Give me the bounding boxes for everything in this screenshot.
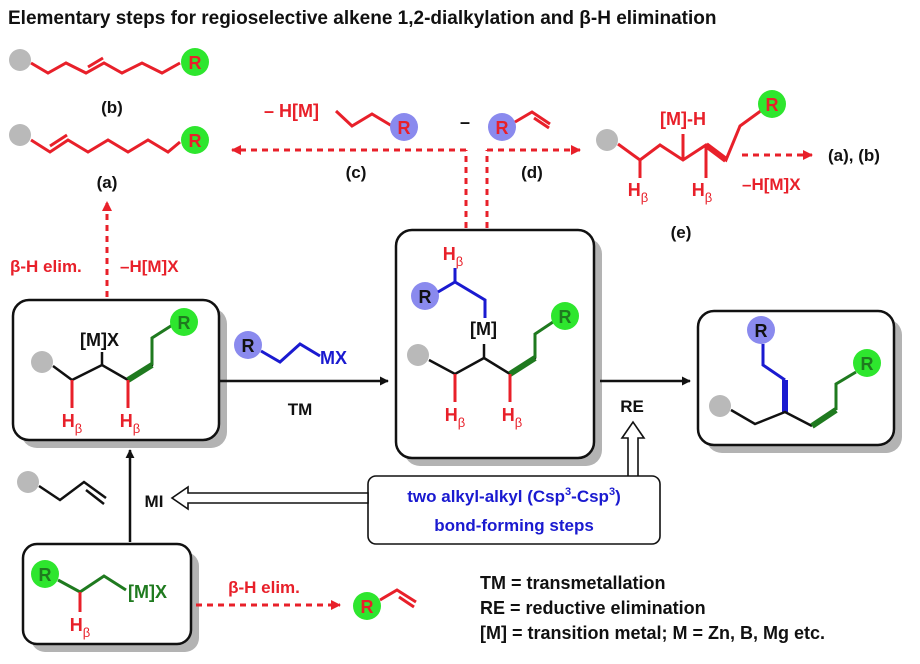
minus-sign: – (460, 112, 470, 132)
green-ball (353, 592, 381, 620)
blue-ball (411, 282, 439, 310)
h-beta-1: Hβ (62, 411, 82, 436)
mx-label: [M]X (80, 330, 119, 350)
r-group: R (398, 118, 411, 138)
grey-ball (596, 129, 618, 151)
label-a: (a) (97, 173, 118, 192)
grey-ball (31, 351, 53, 373)
blue-ball (390, 113, 418, 141)
green-ball (551, 302, 579, 330)
label-d: (d) (521, 163, 543, 182)
callout-line-2: bond-forming steps (434, 516, 594, 535)
intermediate-1: [M]X R Hβ Hβ (31, 308, 198, 436)
r-group: R (39, 565, 52, 585)
label-c: (c) (346, 163, 367, 182)
green-ball (170, 308, 198, 336)
box-product (696, 309, 896, 447)
branch-c: – H[M] R (c) (264, 101, 418, 182)
alkyl-metal-reagent: R [M]X Hβ (31, 560, 167, 640)
box-alkyl-metal (21, 542, 193, 646)
mh-label: [M]-H (660, 109, 706, 129)
blue-ball (488, 113, 516, 141)
box-intermediate-2 (394, 228, 596, 460)
alkene-substrate (17, 471, 107, 505)
h-beta-2: Hβ (692, 180, 712, 205)
h-beta-2: Hβ (502, 405, 522, 430)
h-beta-1: Hβ (445, 405, 465, 430)
label-e: (e) (671, 223, 692, 242)
intermediate-e: [M]-H R Hβ Hβ –H[M]X (e) (596, 90, 801, 242)
r-group: R (861, 354, 874, 374)
product-b: R (b) (9, 48, 209, 117)
r-group: R (766, 95, 779, 115)
beta-elim-label: β-H elim. (10, 257, 82, 276)
mx-label: [M]X (128, 582, 167, 602)
scheme-title: Elementary steps for regioselective alke… (8, 8, 717, 29)
h-beta: Hβ (70, 615, 90, 640)
green-ball (181, 126, 209, 154)
grey-ball (407, 344, 429, 366)
r-group: R (755, 321, 768, 341)
h-beta-2: Hβ (120, 411, 140, 436)
r-group: R (189, 131, 202, 151)
branch-d: – R (d) (460, 110, 551, 182)
r-group: R (419, 287, 432, 307)
product-a: R (a) (9, 124, 209, 192)
tm-label: TM (288, 400, 313, 419)
h-beta-top: Hβ (443, 244, 463, 269)
blue-ball (234, 331, 262, 359)
minus-hm-label: – H[M] (264, 101, 319, 121)
r-group: R (178, 313, 191, 333)
callout-box (367, 475, 661, 545)
green-ball (181, 48, 209, 76)
r-group: R (189, 53, 202, 73)
products-ab: (a), (b) (828, 146, 880, 165)
legend-re: RE = reductive elimination (480, 598, 706, 618)
grey-ball (9, 49, 31, 71)
m-label: [M] (470, 319, 497, 339)
green-ball (758, 90, 786, 118)
h-beta-1: Hβ (628, 180, 648, 205)
grey-ball (9, 124, 31, 146)
legend-tm: TM = transmetallation (480, 573, 666, 593)
minus-hmx-e: –H[M]X (742, 175, 801, 194)
blue-ball (747, 316, 775, 344)
alkene-byproduct: R (353, 588, 417, 620)
box-intermediate-1 (11, 298, 221, 442)
open-arrow-mi (170, 485, 369, 511)
r-group: R (361, 597, 374, 617)
mx-reagent-label: MX (320, 348, 347, 368)
grey-ball (709, 395, 731, 417)
mi-label: MI (145, 492, 164, 511)
r-group: R (559, 307, 572, 327)
minus-hmx-label: –H[M]X (120, 257, 179, 276)
beta-elim-bottom-label: β-H elim. (228, 578, 300, 597)
re-label: RE (620, 397, 644, 416)
open-arrow-to-re (620, 420, 646, 479)
green-ball (853, 349, 881, 377)
callout-line-1: two alkyl-alkyl (Csp3-Csp3) (407, 486, 620, 506)
r-group: R (242, 336, 255, 356)
intermediate-2: Hβ R [M] R Hβ Hβ (407, 244, 579, 430)
label-b: (b) (101, 98, 123, 117)
r-group: R (496, 118, 509, 138)
green-ball (31, 560, 59, 588)
legend-m: [M] = transition metal; M = Zn, B, Mg et… (480, 623, 825, 643)
tm-reagent: R MX (234, 331, 347, 368)
product-dialkylated: R R (709, 316, 881, 429)
grey-ball (17, 471, 39, 493)
